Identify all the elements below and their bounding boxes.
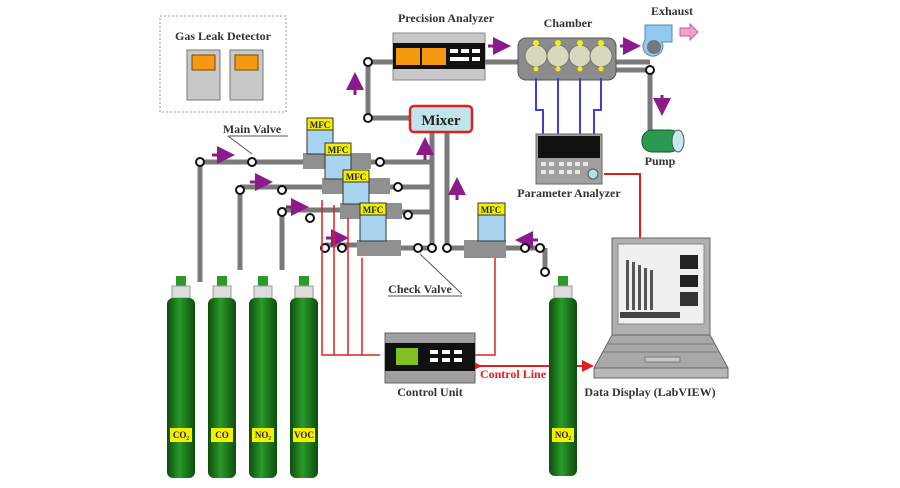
control-unit: Control Unit (384, 332, 476, 399)
cylinder-no2-label: NO₂ (255, 430, 272, 440)
cylinder-voc: VOC (290, 276, 318, 478)
mixer: Mixer (408, 104, 474, 134)
data-display-laptop: Data Display (LabVIEW) (584, 237, 729, 399)
main-valve-label: Main Valve (223, 122, 282, 136)
control-line-label: Control Line (480, 367, 547, 381)
mfc-5-label: MFC (481, 205, 502, 215)
gas-leak-detector: Gas Leak Detector (159, 15, 287, 113)
exhaust-arrow-icon (679, 22, 699, 42)
mfc-2-label: MFC (328, 145, 349, 155)
precision-analyzer-label: Precision Analyzer (398, 11, 495, 25)
pump-label: Pump (645, 154, 676, 168)
gas-cylinders: CO₂ CO NO₂ VOC NO₂ (167, 276, 577, 478)
check-valve-callout: Check Valve (388, 253, 463, 297)
valves (195, 57, 655, 277)
mfc-3-label: MFC (346, 172, 367, 182)
exhaust-label: Exhaust (651, 4, 693, 18)
parameter-analyzer: Parameter Analyzer (517, 133, 621, 200)
data-display-label: Data Display (LabVIEW) (584, 385, 715, 399)
cylinder-no2: NO₂ (249, 276, 277, 478)
exhaust-fan: Exhaust (642, 4, 699, 57)
main-valve-callout: Main Valve (223, 122, 288, 155)
cylinder-voc-label: VOC (294, 430, 314, 440)
pump: Pump (641, 129, 685, 168)
cylinder-co: CO (208, 276, 236, 478)
cylinder-co2-label: CO₂ (173, 430, 190, 440)
control-unit-label: Control Unit (397, 385, 462, 399)
mfc-1-label: MFC (310, 120, 331, 130)
mfc-units: MFC MFC MFC MFC MFC (303, 117, 506, 258)
check-valve-label: Check Valve (388, 282, 452, 296)
cylinder-no2-b: NO₂ (549, 276, 577, 476)
chamber-label: Chamber (544, 16, 593, 30)
cylinder-no2-b-label: NO₂ (555, 430, 572, 440)
parameter-analyzer-label: Parameter Analyzer (517, 186, 621, 200)
mixer-label: Mixer (421, 113, 460, 129)
signal-wires (535, 78, 602, 135)
mfc-4-label: MFC (363, 205, 384, 215)
flow-arrows (212, 37, 671, 249)
cylinder-co2: CO₂ (167, 276, 195, 478)
chamber: Chamber (517, 16, 617, 81)
gas-leak-detector-label: Gas Leak Detector (175, 29, 272, 43)
cylinder-co-label: CO (215, 430, 229, 440)
precision-analyzer: Precision Analyzer (392, 11, 495, 81)
